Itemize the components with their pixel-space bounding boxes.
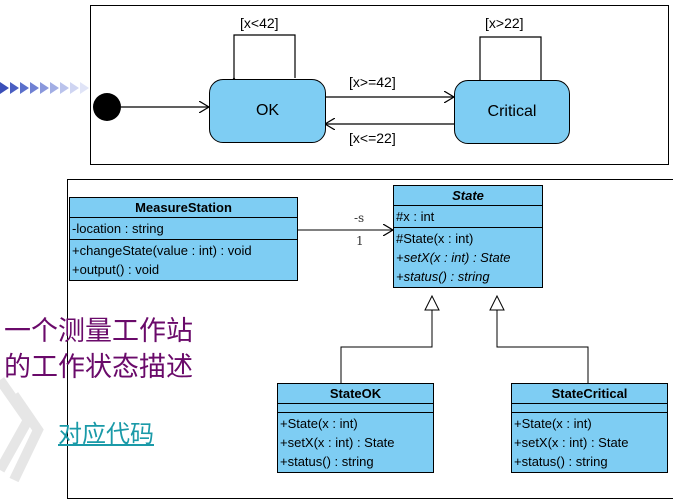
- class-operation: +output() : void: [72, 262, 160, 277]
- class-operation: +status() : string: [514, 454, 608, 469]
- class-operation: +State(x : int): [280, 416, 358, 431]
- label-critical-self: [x>22]: [485, 15, 524, 31]
- class-operation: +setX(x : int) : State: [396, 250, 511, 265]
- association-role: -s: [354, 211, 365, 225]
- class-name: StateCritical: [512, 384, 667, 404]
- class-operation: +status() : string: [396, 269, 490, 284]
- class-operations: +changeState(value : int) : void +output…: [70, 240, 297, 280]
- class-attribute: #x : int: [396, 209, 435, 224]
- inheritance-triangle-ok: [424, 294, 440, 311]
- label-ok-self: [x<42]: [240, 15, 279, 31]
- class-operation: +setX(x : int) : State: [514, 435, 629, 450]
- association-multiplicity: 1: [356, 234, 364, 248]
- generalization-state-critical: [496, 308, 589, 383]
- state-ok: OK: [209, 79, 326, 143]
- class-operation: +State(x : int): [514, 416, 592, 431]
- class-operation: +setX(x : int) : State: [280, 435, 395, 450]
- class-operation: +changeState(value : int) : void: [72, 243, 252, 258]
- class-attributes: -location : string: [70, 218, 297, 240]
- class-operation: #State(x : int): [396, 231, 474, 246]
- class-operation: +status() : string: [280, 454, 374, 469]
- state-critical-label: Critical: [487, 103, 537, 120]
- class-measurestation: MeasureStation -location : string +chang…: [69, 197, 298, 281]
- class-state: State #x : int #State(x : int) +setX(x :…: [393, 185, 543, 288]
- decorative-arrow-strip: [0, 82, 89, 94]
- state-critical: Critical: [454, 80, 570, 144]
- class-name: State: [394, 186, 542, 206]
- class-stateok: StateOK +State(x : int) +setX(x : int) :…: [277, 383, 434, 473]
- class-attributes: [278, 404, 433, 413]
- decorative-chevrons: [0, 377, 44, 483]
- slide-caption: 一个测量工作站 的工作状态描述: [4, 314, 193, 386]
- transition-critical-self: [480, 36, 542, 80]
- label-ok-to-critical: [x>=42]: [349, 74, 396, 90]
- caption-line-1: 一个测量工作站: [4, 316, 193, 347]
- initial-state-node: [93, 93, 121, 121]
- caption-line-2: 的工作状态描述: [4, 352, 193, 383]
- class-operations: +State(x : int) +setX(x : int) : State +…: [278, 413, 433, 472]
- class-operations: #State(x : int) +setX(x : int) : State +…: [394, 228, 542, 287]
- generalization-state-ok: [340, 308, 433, 383]
- class-name: MeasureStation: [70, 198, 297, 218]
- state-diagram-frame: [90, 5, 669, 165]
- inheritance-triangle-critical: [489, 294, 505, 311]
- class-name: StateOK: [278, 384, 433, 404]
- class-statecritical: StateCritical +State(x : int) +setX(x : …: [511, 383, 668, 473]
- class-attributes: [512, 404, 667, 413]
- class-attribute: -location : string: [72, 221, 164, 236]
- code-link[interactable]: 对应代码: [58, 420, 154, 448]
- class-attributes: #x : int: [394, 206, 542, 228]
- class-operations: +State(x : int) +setX(x : int) : State +…: [512, 413, 667, 472]
- state-ok-label: OK: [255, 102, 280, 119]
- label-critical-to-ok: [x<=22]: [349, 130, 396, 146]
- transition-ok-self: [234, 34, 296, 78]
